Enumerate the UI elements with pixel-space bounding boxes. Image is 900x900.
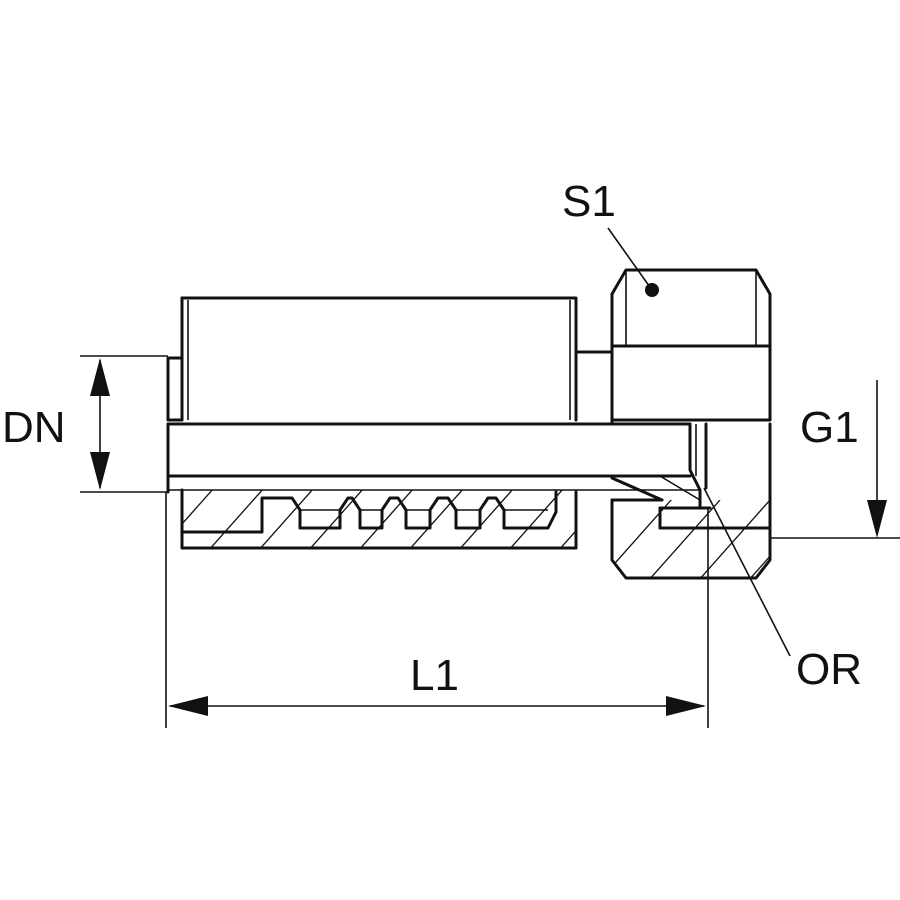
dn-label: DN: [2, 403, 66, 452]
dn-dimension: DN: [2, 355, 168, 493]
l1-label: L1: [410, 651, 459, 700]
hose-tail: [166, 350, 700, 494]
g1-dimension: G1: [770, 380, 900, 539]
ferrule-upper: [166, 296, 578, 422]
or-label: OR: [796, 645, 862, 694]
l1-dimension: L1: [165, 492, 709, 728]
hex-nut: [610, 268, 772, 580]
s1-callout: S1: [562, 177, 653, 291]
s1-label: S1: [562, 177, 616, 226]
or-callout: OR: [703, 487, 862, 694]
g1-label: G1: [800, 403, 859, 452]
ferrule-lower-section: [180, 488, 578, 550]
